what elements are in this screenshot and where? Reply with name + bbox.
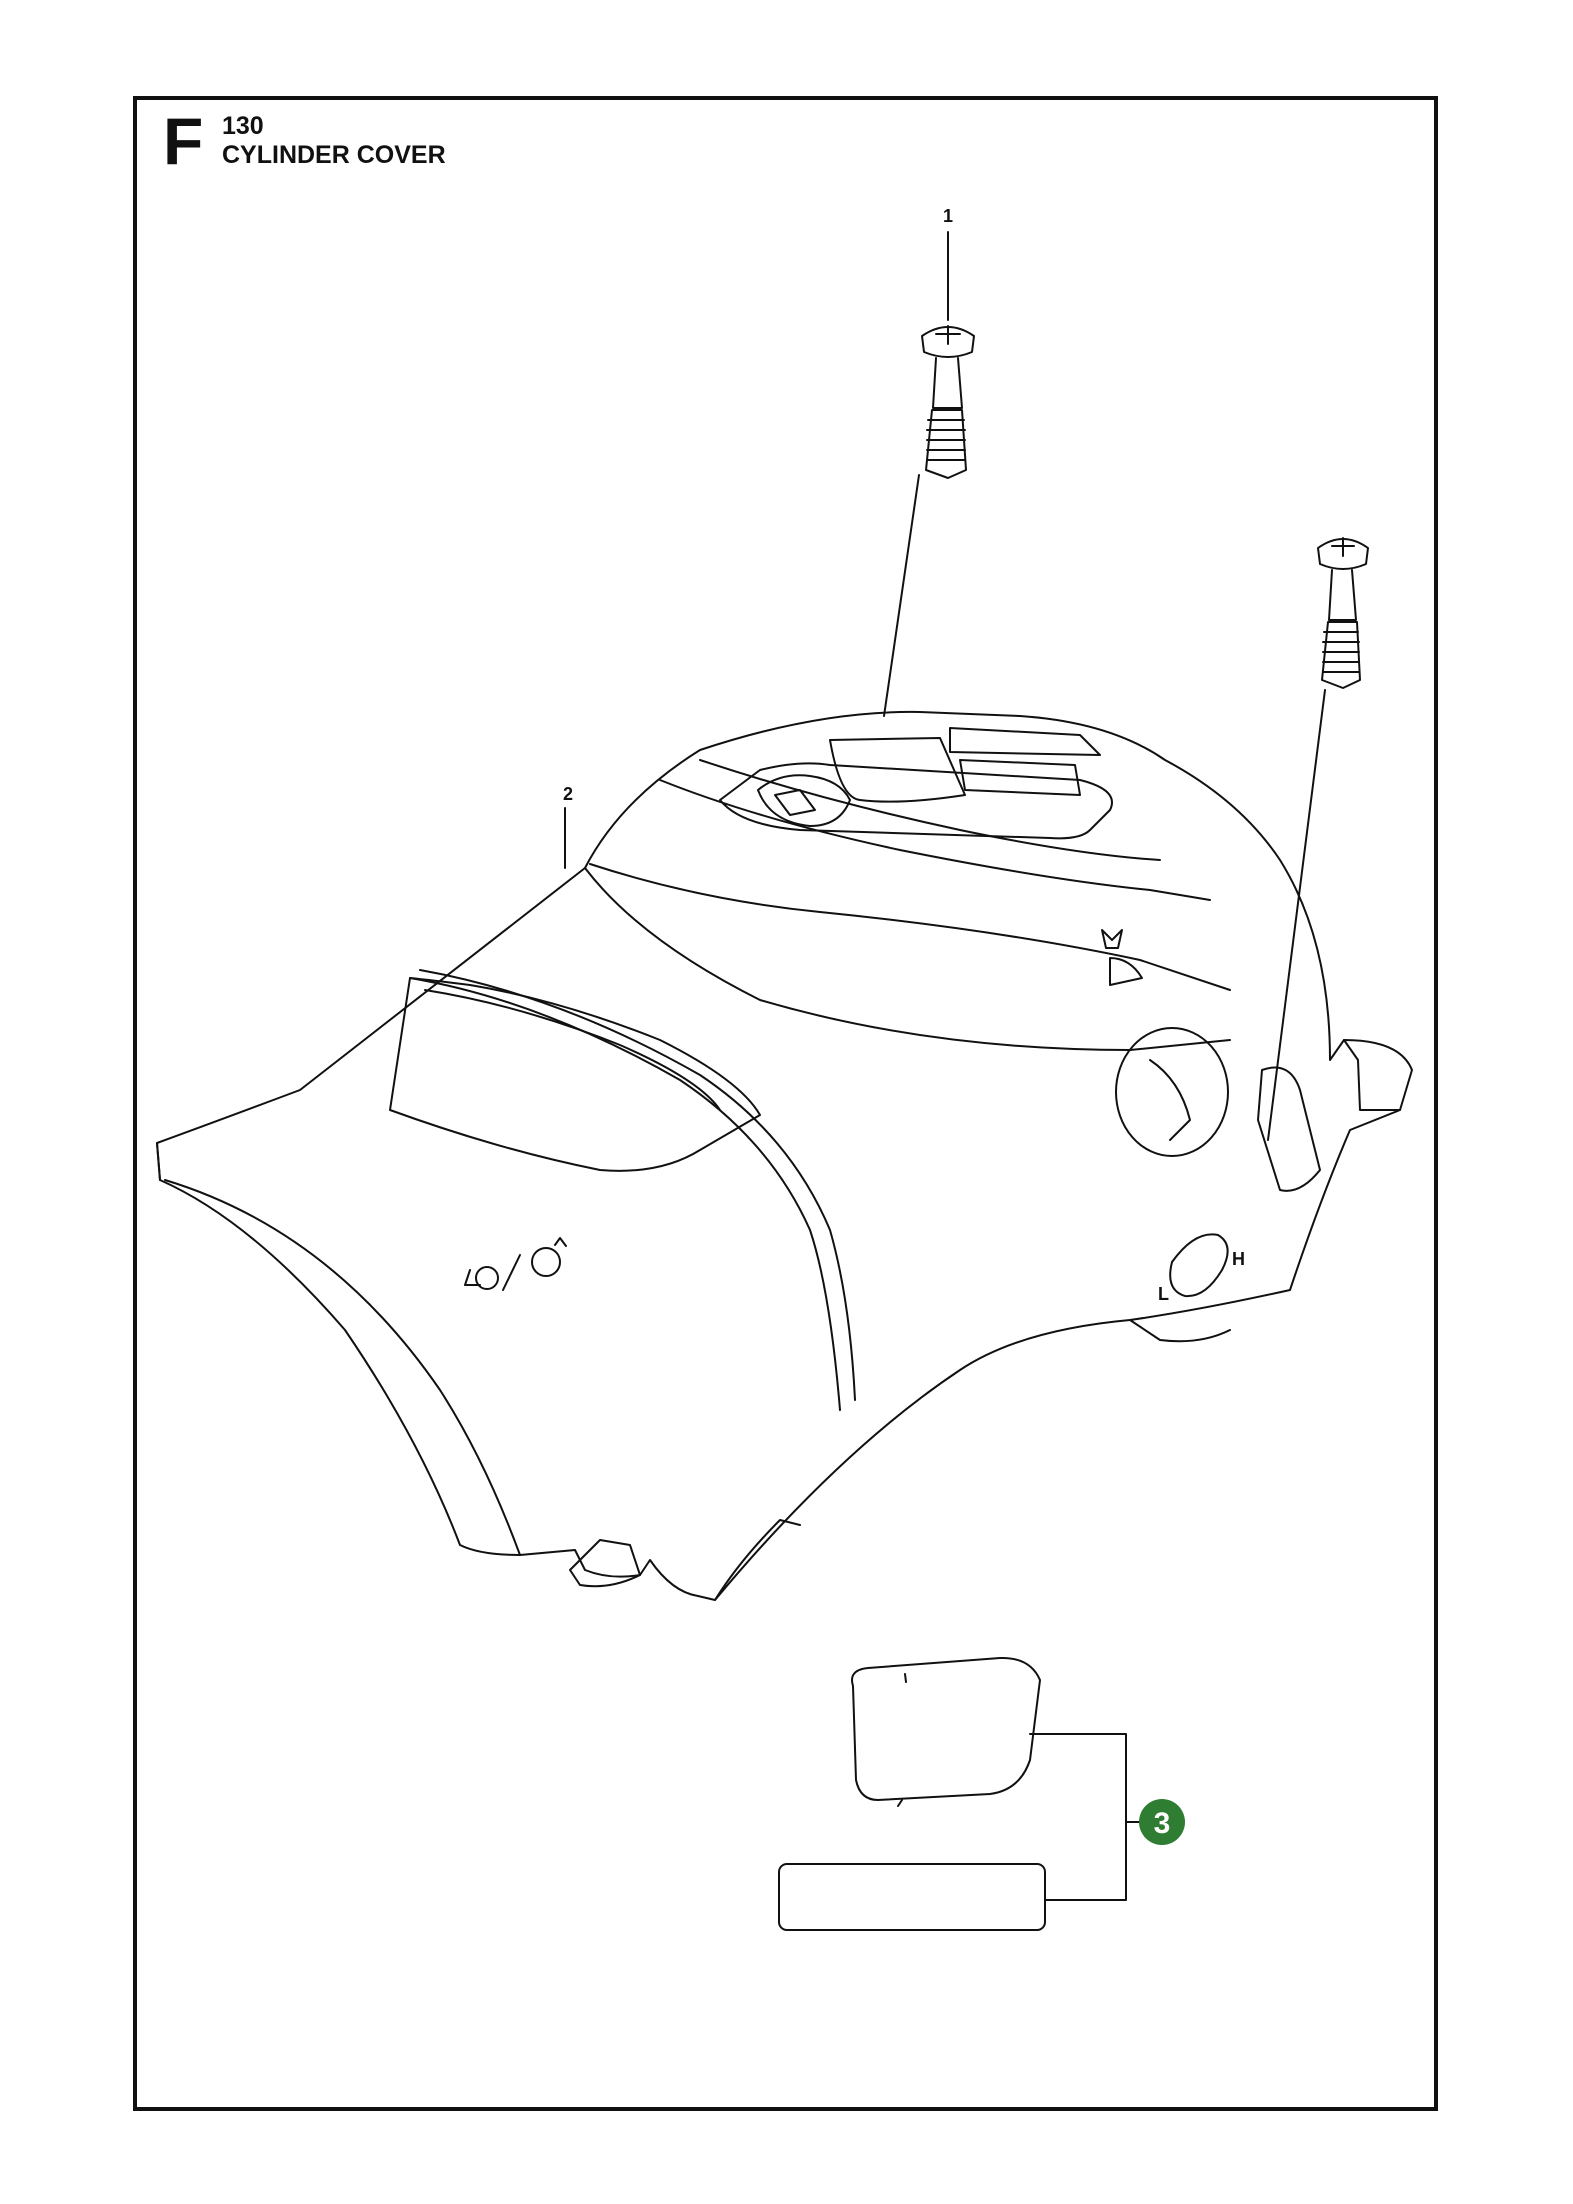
- lever-high-label: H: [1232, 1249, 1245, 1269]
- decal-upper: [851, 1656, 1041, 1801]
- lever-slot: [1169, 1233, 1229, 1298]
- screw-left: [883, 231, 975, 717]
- group-title: CYLINDER COVER: [222, 141, 446, 169]
- callout-label-2: 2: [563, 784, 573, 804]
- callout-label-1: 1: [943, 206, 953, 226]
- decal-lower: [778, 1863, 1046, 1931]
- model-number: 130: [222, 112, 264, 140]
- callout-badge-3: [1139, 1799, 1185, 1845]
- air-intake: [1115, 1027, 1229, 1157]
- lever-low-label: L: [1158, 1284, 1169, 1304]
- callout-bracket: [1029, 1733, 1127, 1901]
- decal-notch: [897, 1673, 907, 1807]
- page-frame: [133, 96, 1438, 2111]
- brand-logo-icon: [757, 774, 851, 827]
- cylinder-cover: [156, 710, 1413, 1601]
- callout-label-3: 3: [1154, 1807, 1171, 1840]
- section-letter: F: [163, 104, 204, 178]
- screw-right: [1267, 537, 1369, 1141]
- choke-symbol-icon: [464, 1237, 567, 1291]
